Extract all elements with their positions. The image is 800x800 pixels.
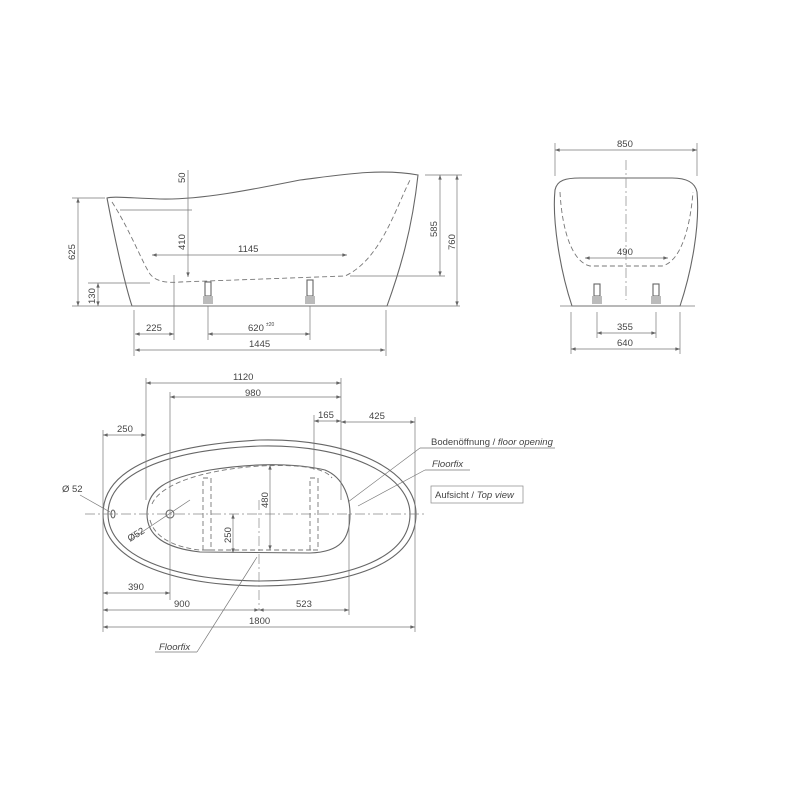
overflow-hole xyxy=(110,509,116,519)
end-view: 850 490 355 640 xyxy=(553,139,699,354)
dim-625: 625 xyxy=(67,244,78,260)
dim-1145: 1145 xyxy=(238,244,258,255)
dim-640: 640 xyxy=(617,338,633,349)
dim-250-top: 250 xyxy=(117,424,133,435)
dim-585: 585 xyxy=(429,221,440,237)
dim-1445: 1445 xyxy=(249,339,270,350)
dim-523: 523 xyxy=(296,599,312,610)
dim-165: 165 xyxy=(318,410,334,421)
dim-620-tolerance: ±20 xyxy=(266,322,275,328)
dim-225: 225 xyxy=(146,323,162,334)
dim-620: 620 xyxy=(248,323,264,334)
leg-left xyxy=(203,281,213,304)
end-outer-outline xyxy=(553,177,699,307)
dim-250-inner: 250 xyxy=(223,527,234,543)
dim-425: 425 xyxy=(369,411,385,422)
side-outer-outline xyxy=(106,171,419,307)
dim-850: 850 xyxy=(617,139,633,150)
leg-right xyxy=(305,279,315,304)
dim-1120: 1120 xyxy=(233,372,253,383)
dim-50: 50 xyxy=(177,172,188,183)
dim-410: 410 xyxy=(177,234,188,250)
dim-980: 980 xyxy=(245,388,261,399)
label-top-view: Aufsicht / Top view xyxy=(435,490,515,501)
dim-355: 355 xyxy=(617,322,633,333)
dim-390: 390 xyxy=(128,582,144,593)
dim-900: 900 xyxy=(174,599,190,610)
top-view: 1120 980 165 425 250 480 250 390 900 523… xyxy=(62,372,555,653)
side-view: 625 130 50 410 1145 585 760 225 620 ±20 … xyxy=(67,170,462,356)
dim-490: 490 xyxy=(617,247,633,258)
dim-480: 480 xyxy=(260,492,271,508)
label-floor-opening: Bodenöffnung / floor opening xyxy=(431,437,554,448)
dim-130: 130 xyxy=(87,288,98,304)
dim-760: 760 xyxy=(447,234,458,250)
view-title-box xyxy=(430,485,524,504)
dim-1800: 1800 xyxy=(249,616,270,627)
label-floorfix-bottom: Floorfix xyxy=(159,642,191,653)
label-floorfix-right: Floorfix xyxy=(432,459,464,470)
dim-diameter-overflow: Ø 52 xyxy=(62,484,83,495)
end-inner-outline xyxy=(559,191,694,267)
top-basin xyxy=(146,464,351,554)
side-inner-outline xyxy=(111,179,411,283)
dim-diameter-drain: Ø52 xyxy=(126,526,147,545)
